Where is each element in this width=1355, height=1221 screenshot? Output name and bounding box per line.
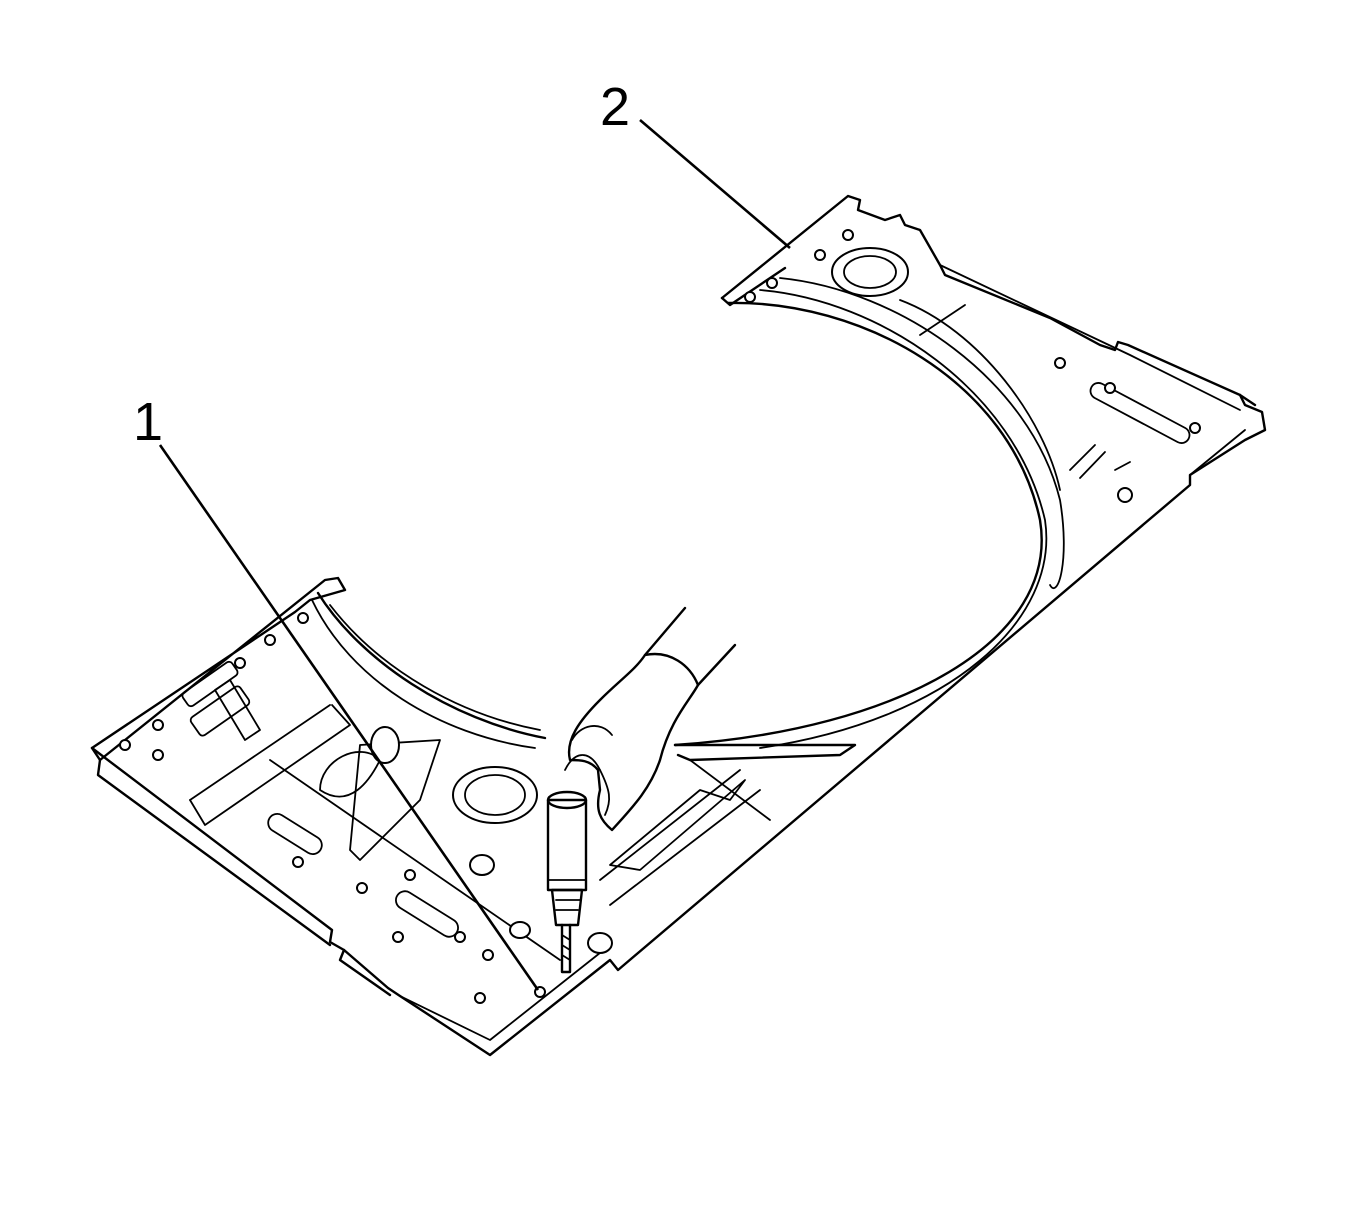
callout-1: 1 (133, 392, 540, 991)
callout-2-label: 2 (600, 77, 630, 137)
bolt-holes (119, 229, 1201, 1004)
hand-with-drill (546, 606, 737, 974)
callout-1-leader (158, 444, 540, 991)
callout-2-leader (639, 119, 791, 249)
callout-2: 2 (600, 77, 791, 249)
callout-1-label: 1 (133, 392, 163, 452)
floor-pan-panel (90, 194, 1267, 1057)
